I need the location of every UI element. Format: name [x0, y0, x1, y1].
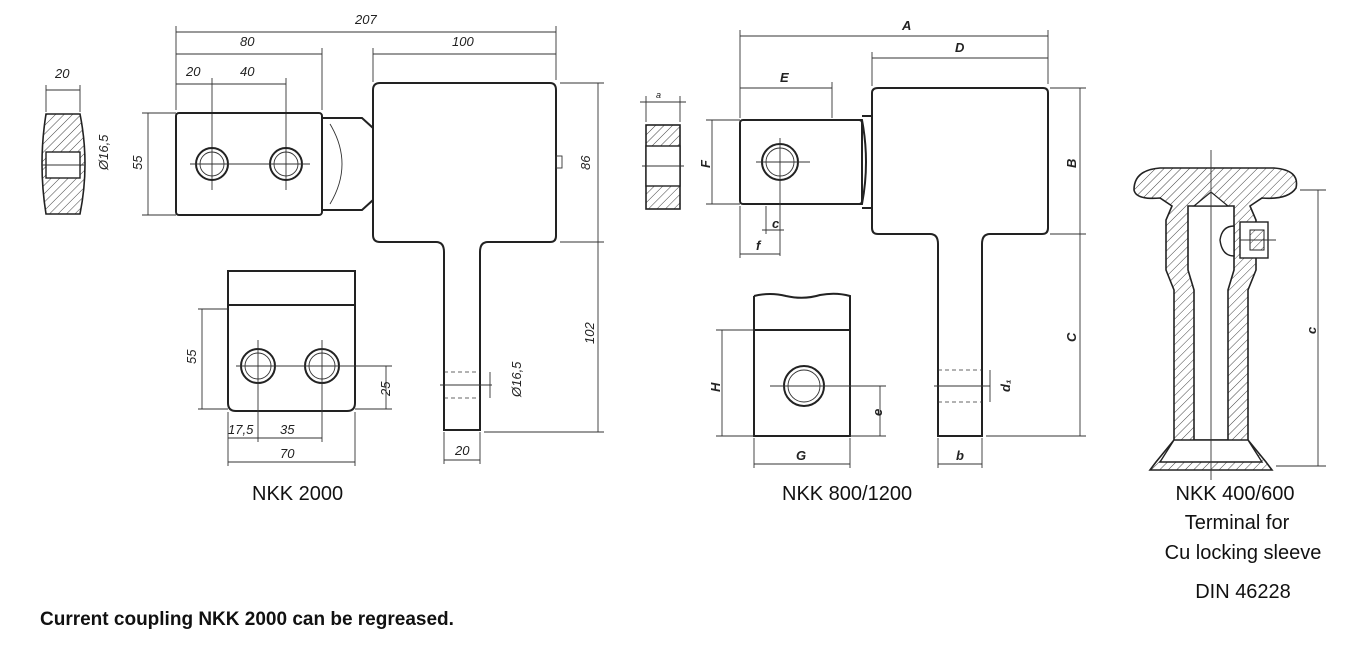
dim-C: C	[1064, 332, 1079, 342]
dim-20-hole: 20	[185, 64, 201, 79]
dim-F: F	[698, 159, 713, 168]
nkk2000-drawing: 20 Ø16,5 207 80 100 20 40	[41, 12, 604, 505]
dim-40: 40	[240, 64, 255, 79]
nkk400-caption-1: NKK 400/600	[1176, 483, 1295, 505]
dim-a: a	[656, 90, 661, 100]
dim-d165-stem: Ø16,5	[509, 361, 524, 398]
dim-55-bottom: 55	[184, 349, 199, 364]
dim-G: G	[796, 448, 806, 463]
nkk800-drawing: a A D E F B C	[640, 18, 1086, 505]
dim-100: 100	[452, 34, 474, 49]
dim-25: 25	[378, 381, 393, 397]
nkk400-drawing: c NKK 400/600 Terminal for Cu locking sl…	[1133, 150, 1326, 603]
dim-c: c	[772, 216, 780, 231]
nkk400-caption-3: Cu locking sleeve	[1165, 542, 1322, 564]
dim-D: D	[955, 40, 965, 55]
dim-20-section: 20	[54, 66, 70, 81]
dim-80: 80	[240, 34, 255, 49]
dim-e: e	[870, 409, 885, 416]
dim-102: 102	[582, 322, 597, 344]
dim-E: E	[780, 70, 789, 85]
dim-c-nkk400: c	[1304, 326, 1319, 334]
dim-d1: d₁	[998, 379, 1013, 392]
dim-207: 207	[354, 12, 377, 27]
dim-A: A	[901, 18, 911, 33]
dim-20-stem: 20	[454, 443, 470, 458]
dim-17-5: 17,5	[228, 422, 254, 437]
dim-f: f	[756, 238, 762, 253]
dim-70: 70	[280, 446, 295, 461]
dim-H: H	[708, 382, 723, 392]
nkk800-caption: NKK 800/1200	[782, 483, 912, 505]
dim-35: 35	[280, 422, 295, 437]
nkk2000-caption: NKK 2000	[252, 483, 343, 505]
footer-note: Current coupling NKK 2000 can be regreas…	[40, 609, 454, 630]
dim-d165-top: Ø16,5	[96, 134, 111, 171]
dim-b: b	[956, 448, 964, 463]
nkk400-caption-4: DIN 46228	[1195, 581, 1291, 603]
dim-86: 86	[578, 155, 593, 170]
dim-B: B	[1064, 159, 1079, 168]
dim-55-top: 55	[130, 155, 145, 170]
nkk400-caption-2: Terminal for	[1185, 512, 1290, 534]
